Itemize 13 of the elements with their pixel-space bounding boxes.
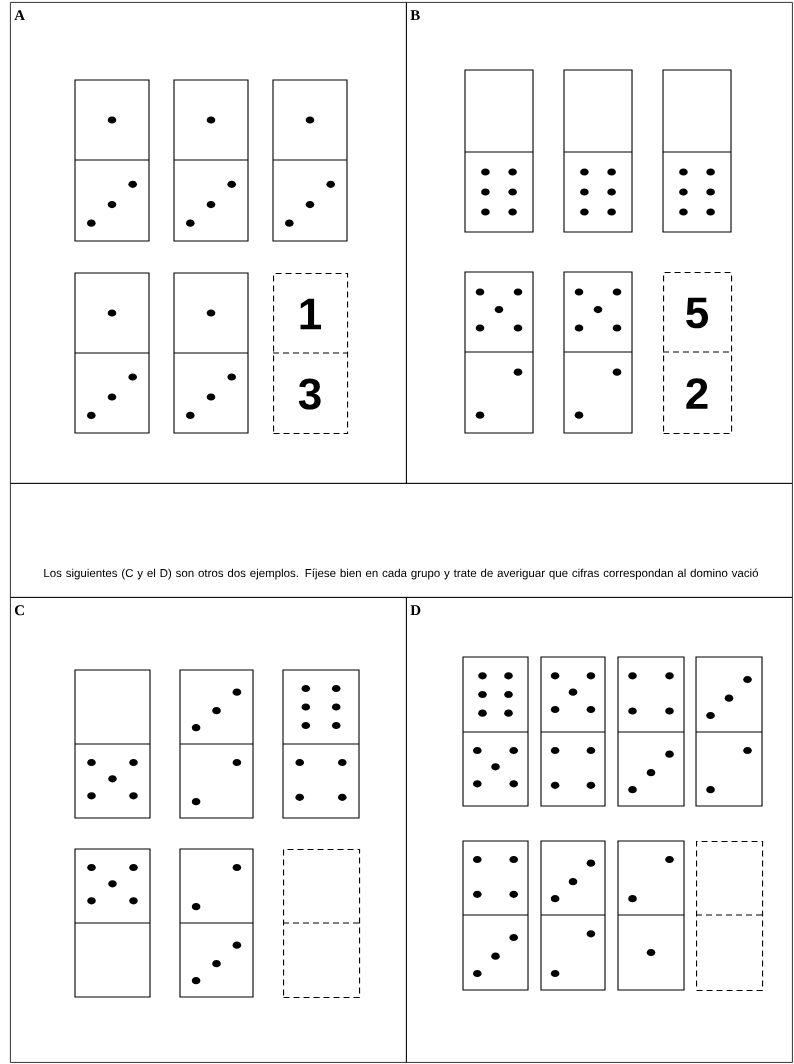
panel-letter: B bbox=[410, 10, 420, 21]
instruction-band: Los siguientes (C y el D) son otros dos ejemplos. Fíjese bien en cada grupo y trate de averiguar que cifras correspondan al domino vació bbox=[10, 483, 793, 598]
answer-domino bbox=[695, 841, 764, 992]
answer-domino: 5 2 bbox=[662, 272, 733, 435]
panel-frame bbox=[10, 2, 407, 484]
answer-domino bbox=[282, 849, 361, 999]
panel-frame bbox=[10, 597, 407, 1063]
panel-frame bbox=[406, 2, 793, 484]
panel-frame bbox=[406, 597, 793, 1063]
panel-letter: D bbox=[410, 605, 421, 616]
answer-domino: 1 3 bbox=[272, 273, 349, 435]
panel-letter: C bbox=[14, 605, 24, 616]
panel-letter: A bbox=[14, 10, 25, 21]
